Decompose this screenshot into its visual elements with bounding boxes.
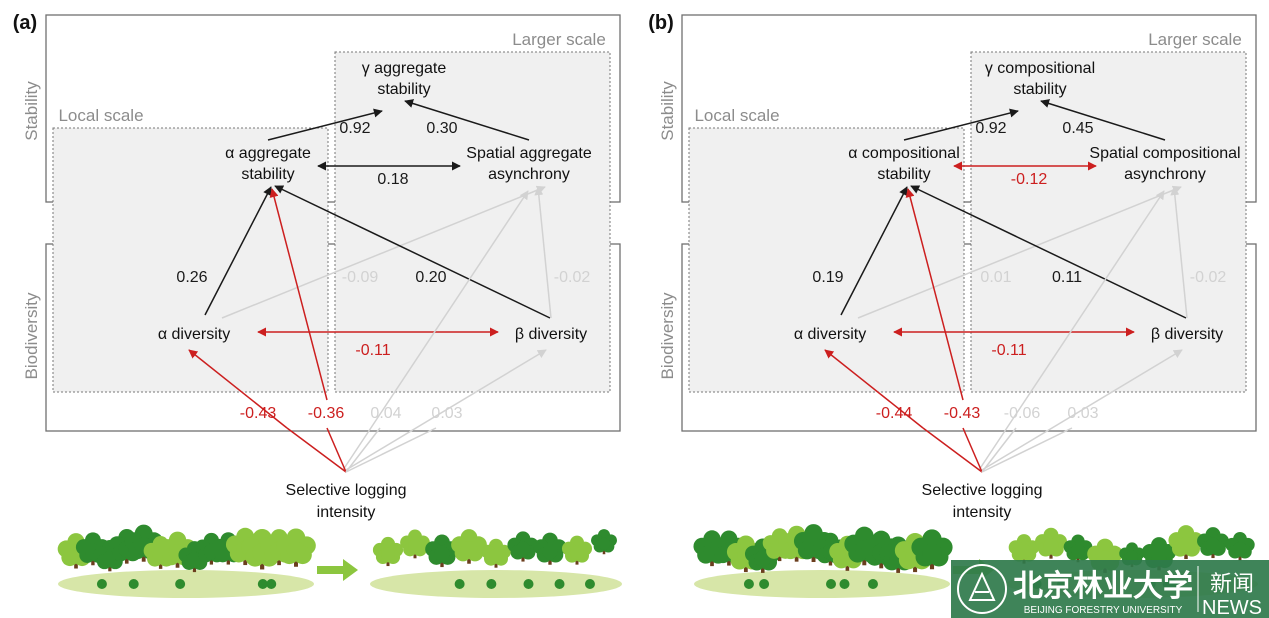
path-betadiv-spatial [534, 186, 552, 319]
biodiversity-box [681, 243, 1257, 432]
driver-line2: intensity [317, 504, 376, 521]
local-scale-label: Local scale [694, 106, 779, 125]
university-name-cn: 北京林业大学 [1013, 569, 1193, 603]
path-log-spatial [978, 190, 1165, 471]
news-label-cn: 新闻 [1210, 571, 1254, 596]
alpha-stability-line2: stability [877, 166, 930, 183]
logged-forest-illustration [370, 529, 622, 598]
driver-link [981, 427, 1017, 473]
local-scale-region [52, 127, 329, 393]
transition-arrow [317, 559, 358, 581]
local-scale-region [688, 127, 965, 393]
path-log-alphadiv [824, 349, 924, 429]
path-alphadiv-spatial [857, 185, 1182, 319]
coef-alphadiv-alphastab: 0.19 [812, 269, 843, 286]
path-alphadiv-alphastab [204, 186, 272, 316]
path-betadiv-spatial [1170, 186, 1188, 319]
coef-spatial-gamma: 0.30 [426, 120, 457, 137]
coef-alphadiv-alphastab: 0.26 [176, 269, 207, 286]
coef-betadiv-alphastab: 0.11 [1052, 269, 1082, 286]
spatial-asynchrony-line2: asynchrony [488, 166, 570, 183]
path-log-spatial [342, 190, 529, 471]
news-label-en: NEWS [1202, 597, 1262, 618]
university-seal-icon [968, 571, 996, 601]
coef-alpha-stab-gamma: 0.92 [975, 120, 1006, 137]
driver-link [962, 427, 983, 473]
stability-box [681, 14, 1257, 203]
driver-link [286, 427, 347, 473]
gamma-stability-line1: γ compositional [985, 60, 1095, 77]
path-alpha-stab-gamma [267, 108, 383, 141]
coef-log-alphadiv: -0.44 [876, 405, 913, 422]
driver-link [922, 427, 983, 473]
driver-line1: Selective logging [286, 482, 407, 499]
driver-link [345, 427, 381, 473]
larger-scale-label: Larger scale [1148, 30, 1242, 49]
path-spatial-gamma [404, 99, 530, 141]
coef-log-alphastab: -0.36 [308, 405, 345, 422]
driver-link [345, 427, 437, 473]
path-log-alphastab [905, 188, 964, 401]
driver-line1: Selective logging [922, 482, 1043, 499]
path-log-alphastab [269, 188, 328, 401]
path-alphadiv-spatial [221, 185, 546, 319]
path-betadiv-alphastab [274, 185, 551, 319]
path-betadiv-alphastab [910, 185, 1187, 319]
beta-diversity-node: β diversity [515, 326, 587, 343]
spatial-asynchrony-line1: Spatial compositional [1089, 145, 1240, 162]
path-log-betadiv [345, 349, 547, 471]
gamma-stability-line2: stability [377, 81, 430, 98]
coef-alphadiv-spatial: -0.09 [342, 269, 379, 286]
path-alphadiv-alphastab [840, 186, 908, 316]
driver-link [981, 427, 1073, 473]
stability-axis-label: Stability [22, 81, 41, 141]
coef-log-betadiv: 0.03 [1067, 405, 1098, 422]
driver-line2: intensity [953, 504, 1012, 521]
alpha-diversity-node: α diversity [794, 326, 866, 343]
coef-betadiv-spatial: -0.02 [1190, 269, 1227, 286]
university-name-en: BEIJING FORESTRY UNIVERSITY [1024, 605, 1183, 616]
alpha-stability-line2: stability [241, 166, 294, 183]
dense-forest-illustration [57, 524, 316, 598]
driver-link [326, 427, 347, 473]
panel-label: (a) [13, 12, 37, 34]
alpha-diversity-node: α diversity [158, 326, 230, 343]
dense-forest-illustration [693, 524, 953, 598]
coef-log-betadiv: 0.03 [431, 405, 462, 422]
beta-diversity-node: β diversity [1151, 326, 1223, 343]
path-alpha-stab-gamma [903, 108, 1019, 141]
coef-log-alphadiv: -0.43 [240, 405, 277, 422]
spatial-asynchrony-line2: asynchrony [1124, 166, 1206, 183]
coef-betadiv-spatial: -0.02 [554, 269, 591, 286]
stability-box [45, 14, 621, 203]
coef-alphadiv-spatial: 0.01 [980, 269, 1011, 286]
path-log-betadiv [981, 349, 1183, 471]
coef-alpha-stab-gamma: 0.92 [339, 120, 370, 137]
spatial-asynchrony-line1: Spatial aggregate [466, 145, 592, 162]
biodiversity-axis-label: Biodiversity [658, 292, 677, 379]
coef-alphadiv-betadiv: -0.11 [991, 342, 1026, 359]
gamma-stability-line1: γ aggregate [362, 60, 447, 77]
alpha-stability-line1: α compositional [848, 145, 960, 162]
coef-alpha-stab-spatial: 0.18 [377, 171, 408, 188]
coef-betadiv-alphastab: 0.20 [415, 269, 446, 286]
coef-log-spatial: -0.06 [1004, 405, 1041, 422]
coef-alpha-stab-spatial: -0.12 [1011, 171, 1048, 188]
panel-label: (b) [648, 12, 674, 34]
coef-spatial-gamma: 0.45 [1062, 120, 1093, 137]
local-scale-label: Local scale [58, 106, 143, 125]
alpha-stability-line1: α aggregate [225, 145, 311, 162]
coef-alphadiv-betadiv: -0.11 [355, 342, 390, 359]
path-spatial-gamma [1040, 99, 1166, 141]
coef-log-spatial: 0.04 [370, 405, 401, 422]
gamma-stability-line2: stability [1013, 81, 1066, 98]
biodiversity-box [45, 243, 621, 432]
biodiversity-axis-label: Biodiversity [22, 292, 41, 379]
larger-scale-label: Larger scale [512, 30, 606, 49]
stability-axis-label: Stability [658, 81, 677, 141]
coef-log-alphastab: -0.43 [944, 405, 981, 422]
path-log-alphadiv [188, 349, 288, 429]
